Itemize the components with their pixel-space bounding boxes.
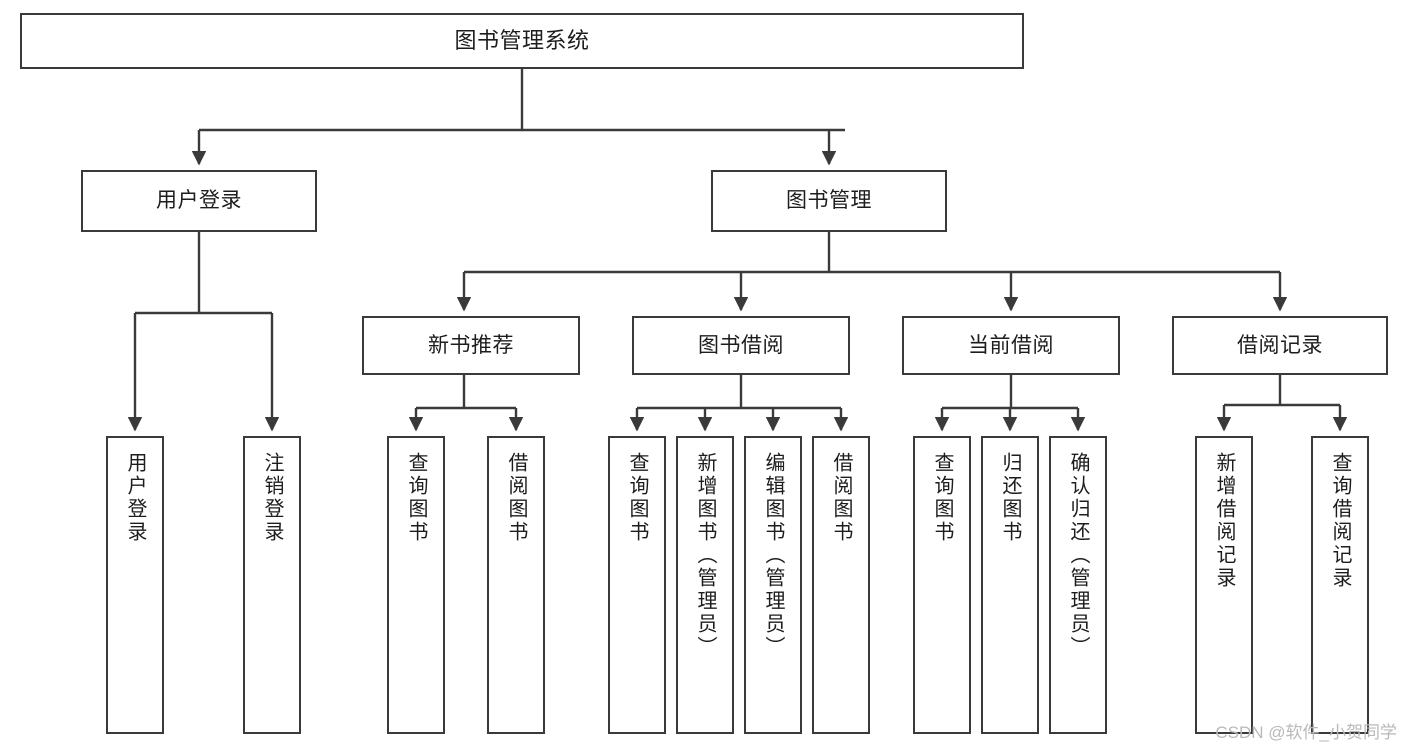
node-borrow-record-label: 借阅记录 (1237, 333, 1323, 357)
watermark-text: CSDN @软件_小贺同学 (1215, 723, 1397, 742)
node-leaf-query-book-rec[interactable]: 查询图书 (387, 436, 445, 734)
node-root[interactable]: 图书管理系统 (20, 13, 1024, 69)
node-leaf-user-login-label: 用户登录 (124, 452, 146, 544)
node-leaf-logout[interactable]: 注销登录 (243, 436, 301, 734)
node-leaf-add-book[interactable]: 新增图书（管理员） (676, 436, 734, 734)
node-book-manage-label: 图书管理 (786, 189, 872, 213)
node-borrow-record[interactable]: 借阅记录 (1172, 316, 1388, 375)
node-leaf-query-record[interactable]: 查询借阅记录 (1311, 436, 1369, 734)
node-current-borrow[interactable]: 当前借阅 (902, 316, 1120, 375)
node-leaf-return-book[interactable]: 归还图书 (981, 436, 1039, 734)
node-current-borrow-label: 当前借阅 (968, 333, 1054, 357)
node-leaf-query-book-borrow[interactable]: 查询图书 (608, 436, 666, 734)
node-leaf-borrow-book-rec-label: 借阅图书 (505, 452, 527, 544)
node-leaf-user-login[interactable]: 用户登录 (106, 436, 164, 734)
node-book-borrow[interactable]: 图书借阅 (632, 316, 850, 375)
node-leaf-add-record-label: 新增借阅记录 (1213, 452, 1235, 590)
node-root-label: 图书管理系统 (454, 27, 590, 53)
node-leaf-add-book-label: 新增图书（管理员） (694, 452, 716, 659)
node-leaf-edit-book-label: 编辑图书（管理员） (762, 452, 784, 659)
node-leaf-borrow-book-rec[interactable]: 借阅图书 (487, 436, 545, 734)
node-book-manage[interactable]: 图书管理 (711, 170, 947, 232)
node-book-borrow-label: 图书借阅 (698, 333, 784, 357)
node-user-login-label: 用户登录 (156, 189, 242, 213)
node-user-login[interactable]: 用户登录 (81, 170, 317, 232)
node-leaf-query-book-current-label: 查询图书 (931, 452, 953, 544)
node-leaf-query-book-rec-label: 查询图书 (405, 452, 427, 544)
node-leaf-edit-book[interactable]: 编辑图书（管理员） (744, 436, 802, 734)
node-leaf-confirm-return[interactable]: 确认归还（管理员） (1049, 436, 1107, 734)
node-leaf-query-book-current[interactable]: 查询图书 (913, 436, 971, 734)
node-leaf-query-record-label: 查询借阅记录 (1329, 452, 1351, 590)
node-leaf-borrow-book-label: 借阅图书 (830, 452, 852, 544)
node-new-book-rec-label: 新书推荐 (428, 333, 514, 357)
node-leaf-add-record[interactable]: 新增借阅记录 (1195, 436, 1253, 734)
node-leaf-return-book-label: 归还图书 (999, 452, 1021, 544)
node-leaf-logout-label: 注销登录 (261, 452, 283, 544)
node-leaf-confirm-return-label: 确认归还（管理员） (1067, 452, 1089, 659)
node-new-book-rec[interactable]: 新书推荐 (362, 316, 580, 375)
node-leaf-borrow-book[interactable]: 借阅图书 (812, 436, 870, 734)
node-leaf-query-book-borrow-label: 查询图书 (626, 452, 648, 544)
